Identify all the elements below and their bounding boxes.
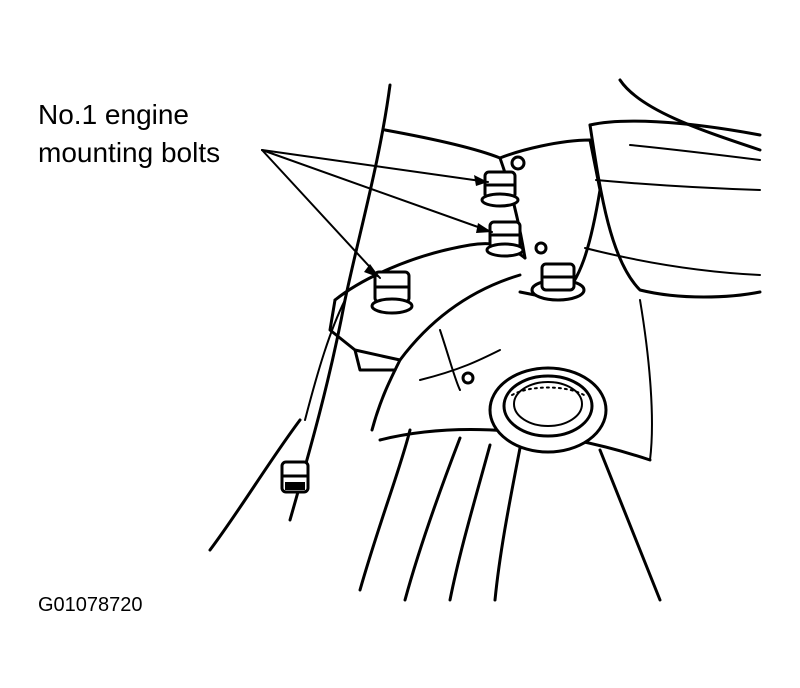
mounting-bolt-left bbox=[370, 270, 414, 315]
other-bolt-lower-left bbox=[280, 460, 310, 494]
upper-housing bbox=[584, 78, 762, 299]
figure-code: G01078720 bbox=[38, 594, 143, 616]
leader-lines bbox=[261, 149, 493, 279]
left-frame bbox=[208, 83, 392, 552]
mounting-bolt-middle bbox=[485, 220, 525, 258]
callout-line-2: mounting bolts bbox=[38, 137, 221, 168]
lower-body bbox=[358, 299, 662, 602]
seal-ring bbox=[488, 366, 608, 454]
callout-line-1: No.1 engine bbox=[38, 99, 190, 130]
mounting-bolt-top bbox=[480, 170, 520, 208]
other-bolt-right bbox=[530, 262, 586, 302]
mounting-bolts-callout: No.1 engine mounting bolts bbox=[38, 96, 220, 172]
